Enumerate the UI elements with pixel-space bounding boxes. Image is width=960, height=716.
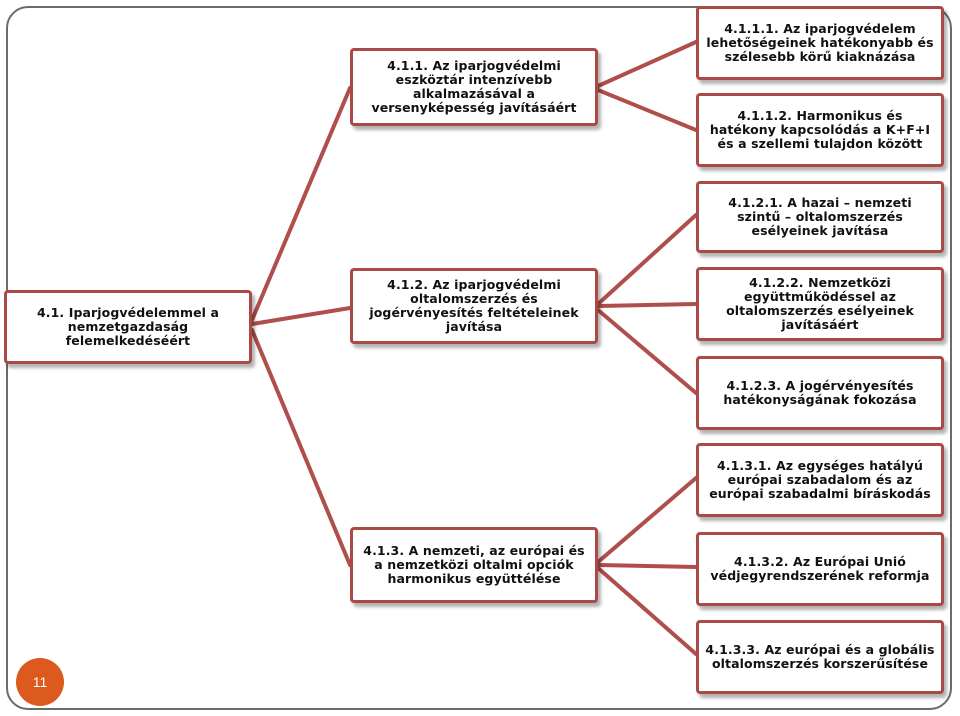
node-4-1-3: 4.1.3. A nemzeti, az európai és a nemzet… — [350, 527, 598, 603]
link-413-4132 — [596, 563, 698, 569]
node-4-1-1-2: 4.1.1.2. Harmonikus és hatékony kapcsoló… — [696, 93, 944, 167]
link-412-4122 — [596, 302, 698, 308]
link-root-411 — [250, 86, 352, 322]
link-411-4111 — [596, 40, 698, 88]
node-4-1-3-1: 4.1.3.1. Az egységes hatályú európai sza… — [696, 443, 944, 517]
node-4-1-2-1: 4.1.2.1. A hazai – nemzeti szintű – olta… — [696, 181, 944, 253]
link-412-4123 — [596, 308, 698, 395]
node-4-1-1: 4.1.1. Az iparjogvédelmi eszköztár inten… — [350, 48, 598, 126]
node-4-1: 4.1. Iparjogvédelemmel a nemzetgazdaság … — [4, 290, 252, 364]
node-4-1-3-2: 4.1.3.2. Az Európai Unió védjegyrendszer… — [696, 532, 944, 606]
link-413-4133 — [596, 566, 698, 656]
slide-number-badge: 11 — [16, 658, 64, 706]
link-root-412 — [250, 306, 352, 326]
link-411-4112 — [596, 88, 698, 132]
node-4-1-2-3: 4.1.2.3. A jogérvényesítés hatékonyságán… — [696, 356, 944, 430]
node-4-1-2-2: 4.1.2.2. Nemzetközi együttműködéssel az … — [696, 267, 944, 341]
node-4-1-3-3: 4.1.3.3. Az európai és a globális oltalo… — [696, 620, 944, 694]
link-root-413 — [250, 328, 352, 567]
slide-number: 11 — [32, 674, 48, 690]
node-4-1-1-1: 4.1.1.1. Az iparjogvédelem lehetőségeine… — [696, 6, 944, 80]
link-412-4121 — [596, 213, 698, 306]
link-413-4131 — [596, 476, 698, 564]
node-4-1-2: 4.1.2. Az iparjogvédelmi oltalomszerzés … — [350, 268, 598, 344]
